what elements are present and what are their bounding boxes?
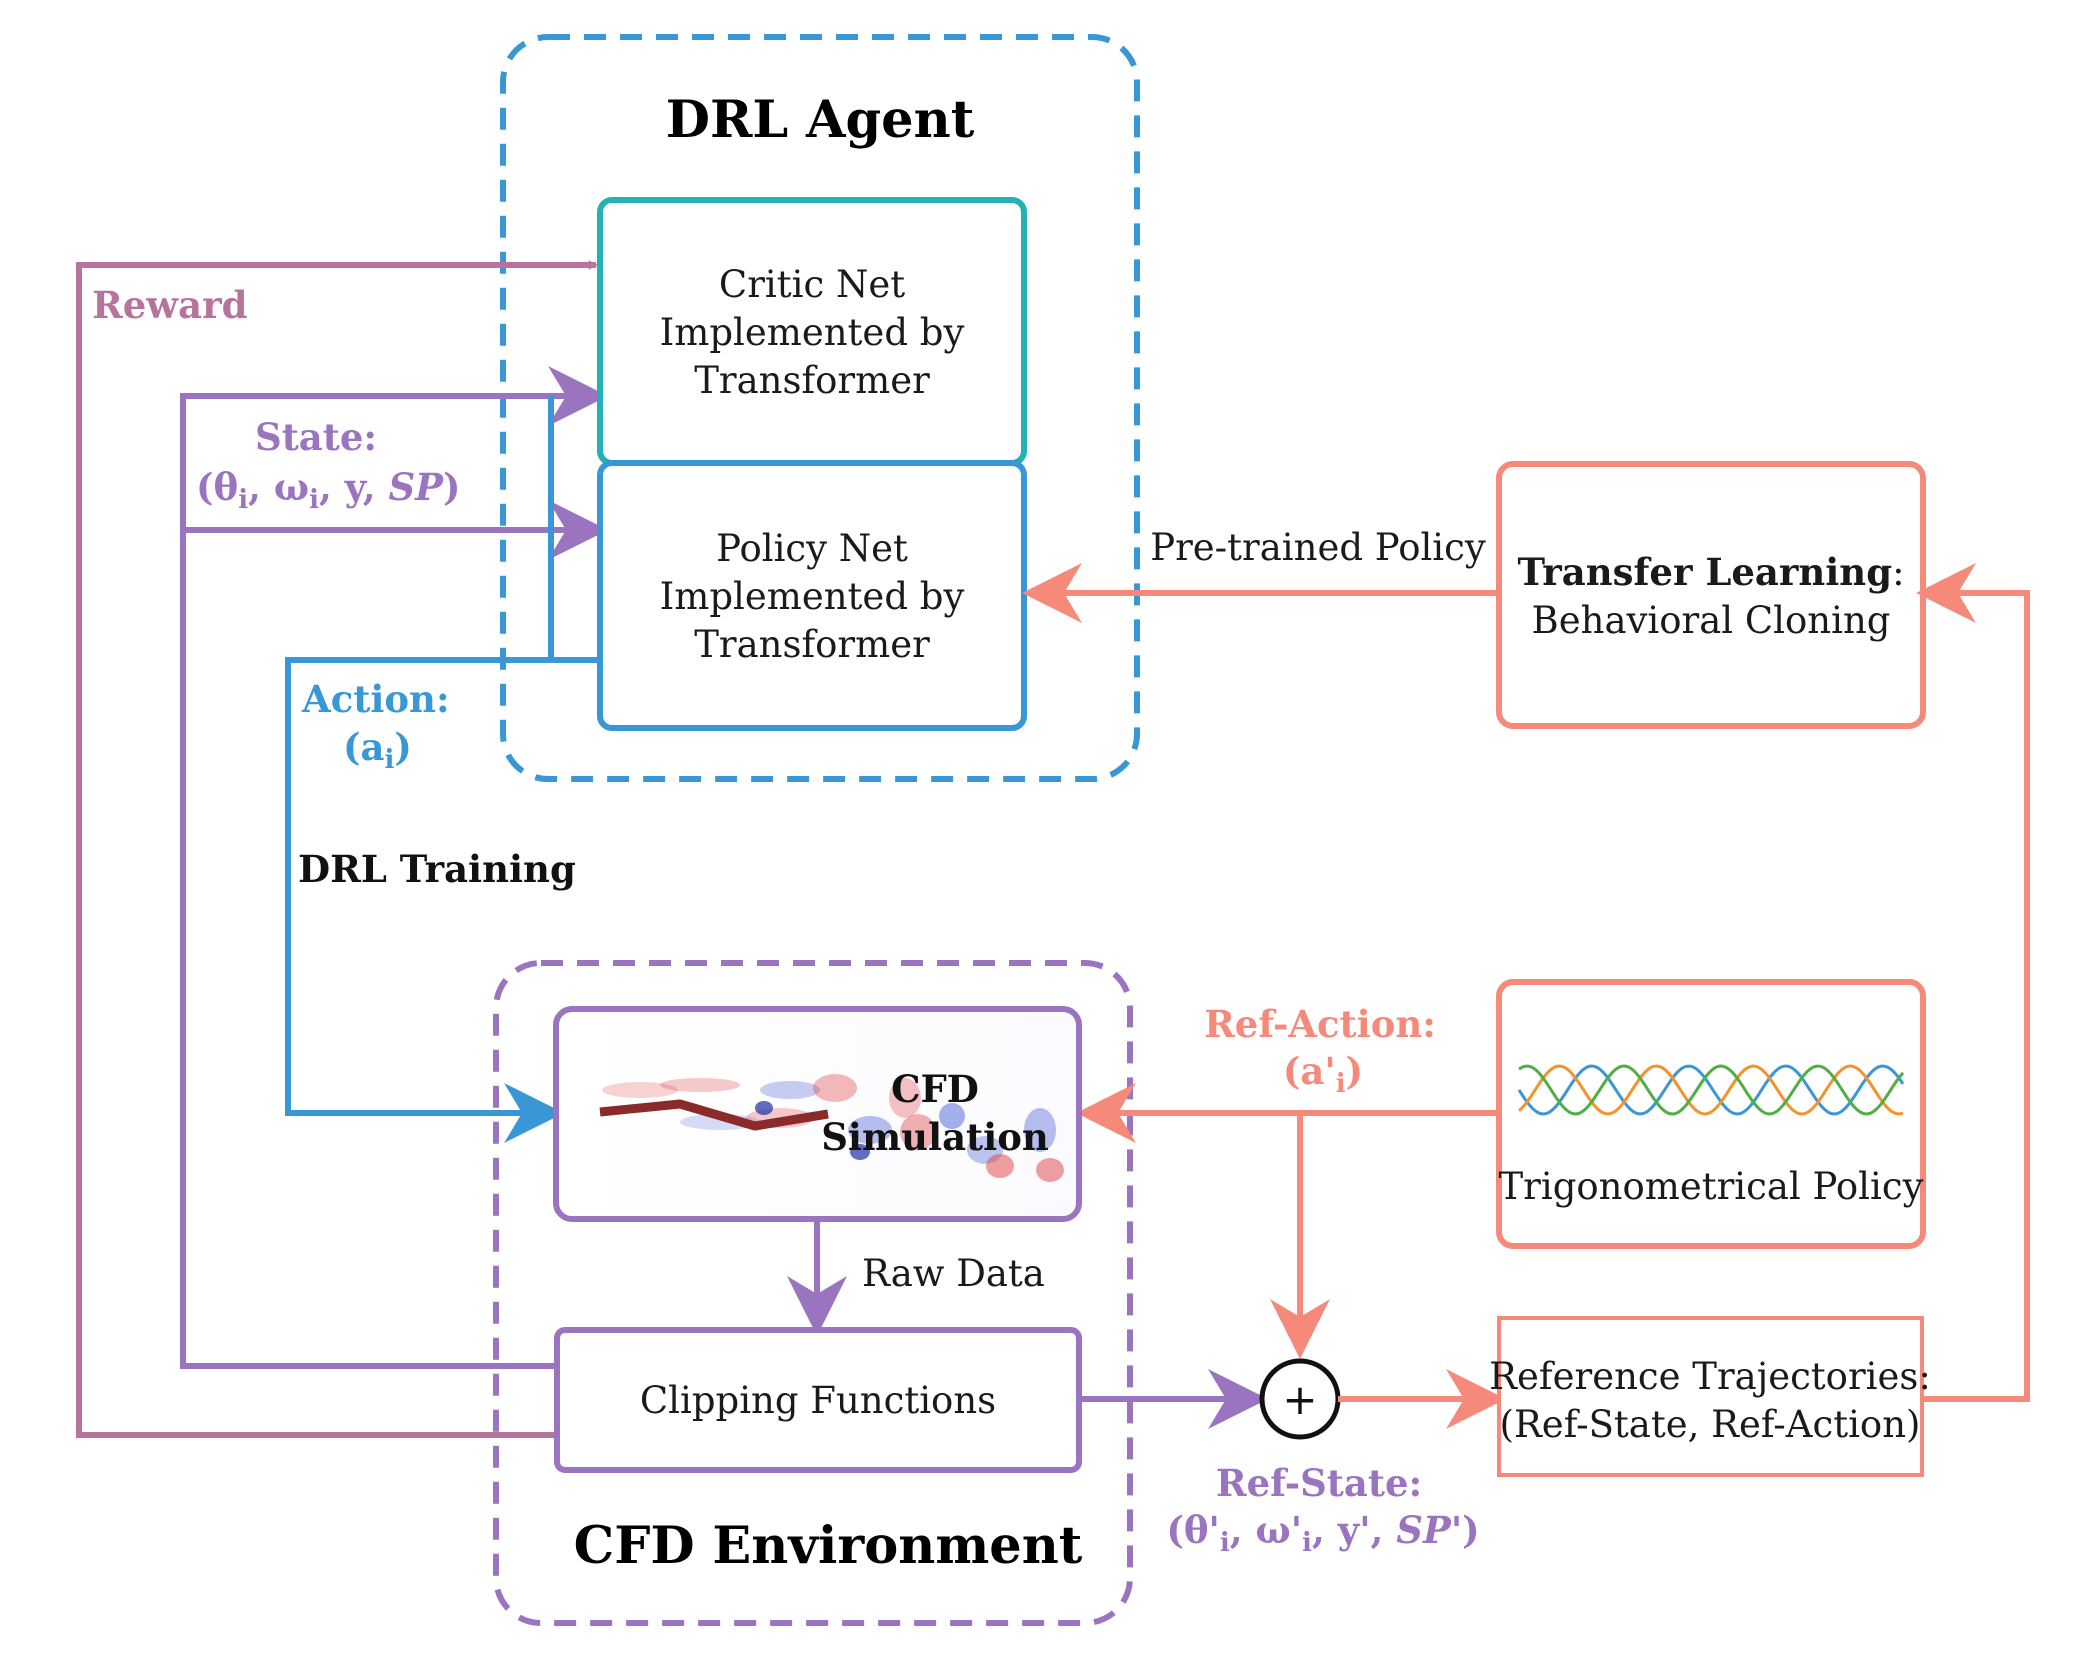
- flapping-body: [599, 1099, 829, 1131]
- vortex-blob: [939, 1103, 965, 1129]
- vortex-blob: [602, 1082, 678, 1098]
- transfer-learning-box: [1496, 461, 1926, 729]
- cfd-environment-group: [493, 960, 1133, 1626]
- cfd-line1: CFD: [891, 1067, 979, 1111]
- reward-arrow: [76, 260, 598, 1438]
- vortex-blob: [1036, 1158, 1064, 1182]
- critic-line1: Critic Net: [719, 263, 905, 306]
- vortex-blob: [848, 1116, 892, 1144]
- state-arrow: [180, 366, 608, 1369]
- cfd-line2: Simulation: [821, 1115, 1049, 1159]
- reftraj-line1: Reference Trajectories:: [1489, 1355, 1931, 1398]
- ref-action-vars: (a'i): [1283, 1049, 1363, 1099]
- policy-line1: Policy Net: [716, 527, 908, 570]
- vortex-blob: [760, 1081, 820, 1099]
- ref-action-label: Ref-Action:: [1204, 1002, 1436, 1046]
- ref-state-label: Ref-State:: [1216, 1461, 1422, 1505]
- cfd-environment-title: CFD Environment: [574, 1516, 1083, 1576]
- vortex-blob: [986, 1154, 1014, 1178]
- transfer-learning-title: Transfer Learning:: [1517, 550, 1904, 594]
- critic-line2: Implemented by: [660, 311, 965, 354]
- critic-line3: Transformer: [694, 359, 930, 402]
- drl-agent-title: DRL Agent: [666, 90, 975, 150]
- ref-action-arrow: [1076, 1083, 1499, 1359]
- action-label: Action:: [301, 677, 450, 721]
- state-label: State:: [255, 415, 377, 459]
- sine-wave: [1517, 1064, 1905, 1116]
- sine-wave: [1518, 1064, 1905, 1116]
- policy-line3: Transformer: [694, 623, 930, 666]
- reftraj-line2: (Ref-State, Ref-Action): [1500, 1403, 1921, 1446]
- plus-sign: +: [1282, 1375, 1317, 1424]
- vortex-blob: [900, 1114, 936, 1150]
- ref-state-vars: (θ'i, ω'i, y', SP'): [1166, 1508, 1479, 1558]
- sine-waves-icon: [1517, 1064, 1905, 1116]
- sine-wave: [1517, 1064, 1904, 1116]
- feedback-arrow: [1916, 563, 2030, 1402]
- vortex-blob: [850, 1144, 870, 1160]
- reward-label: Reward: [92, 283, 247, 327]
- drl-agent-group: [500, 34, 1140, 782]
- vortex-blob: [889, 1078, 921, 1118]
- clipping-functions-label: Clipping Functions: [640, 1379, 996, 1422]
- trig-policy-label: Trigonometrical Policy: [1499, 1165, 1924, 1208]
- action-arrow: [285, 396, 600, 1143]
- drl-training-label: DRL Training: [298, 847, 576, 891]
- action-vars: (ai): [343, 725, 412, 775]
- raw-data-label: Raw Data: [862, 1252, 1045, 1295]
- state-vars: (θi, ωi, y, SP): [196, 465, 461, 515]
- flow-field-image: [599, 1074, 1064, 1182]
- vortex-blob: [755, 1101, 773, 1115]
- vortex-blob: [660, 1078, 740, 1092]
- policy-line2: Implemented by: [660, 575, 965, 618]
- vortex-blob: [813, 1074, 857, 1102]
- pretrained-policy-label: Pre-trained Policy: [1150, 526, 1486, 569]
- vortex-blob: [1024, 1108, 1056, 1152]
- transfer-learning-line2: Behavioral Cloning: [1532, 599, 1891, 642]
